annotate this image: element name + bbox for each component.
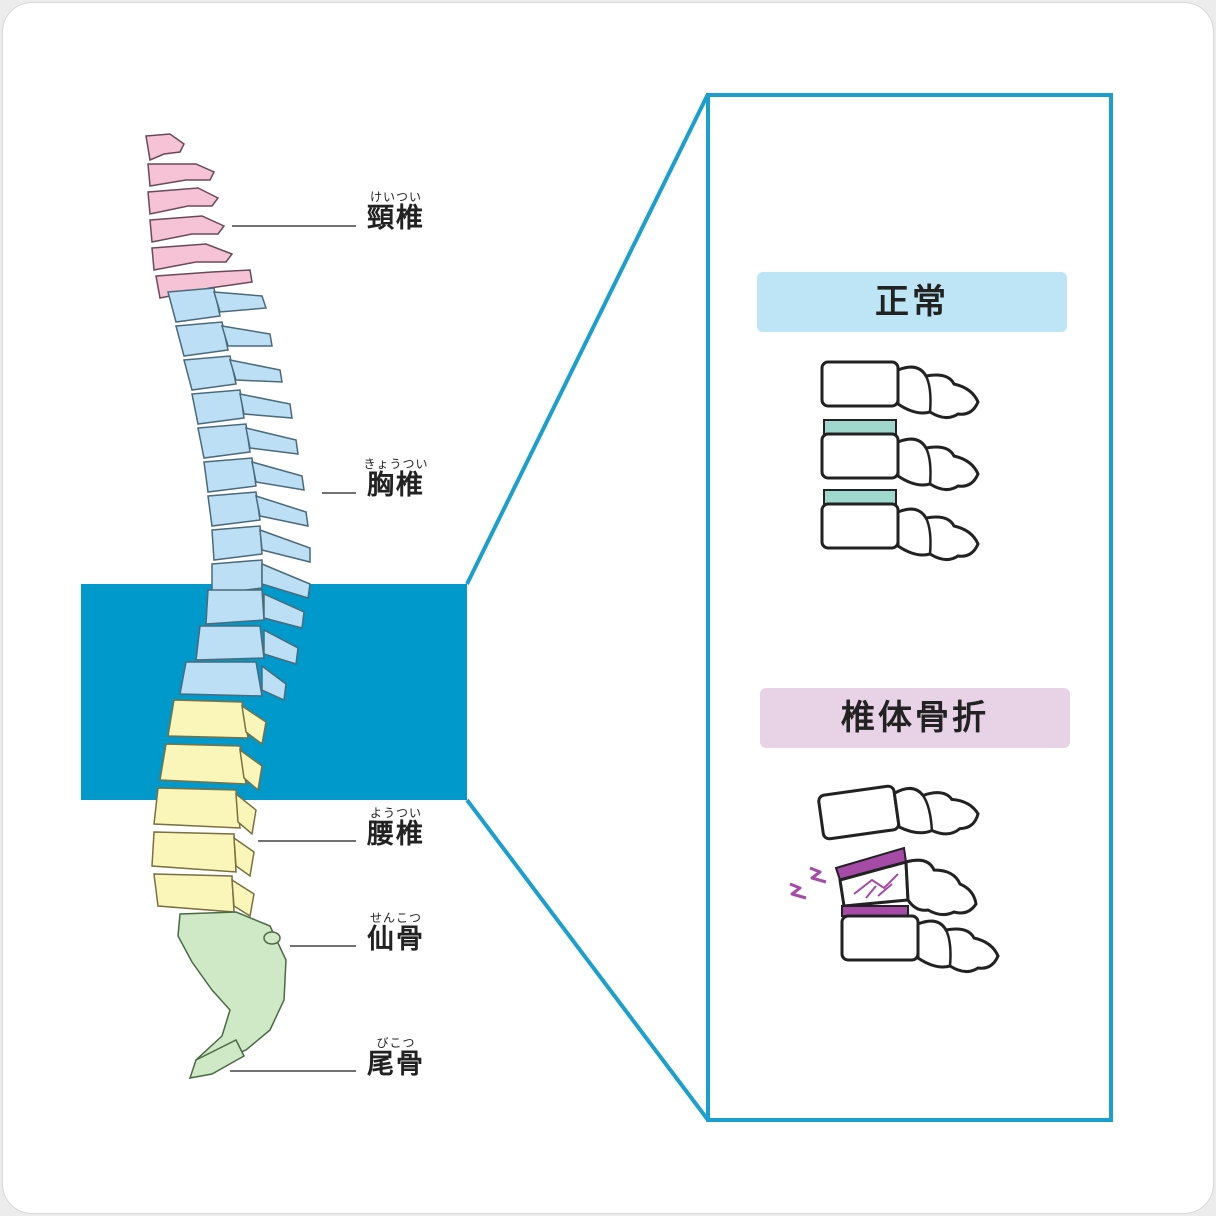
label-cervical-text: 頸椎 [367,203,425,234]
label-sacrum-ruby: せんこつ [369,911,422,925]
fracture-vertebrae-illustration [789,772,1000,974]
label-thoracic-text: 胸椎 [367,470,425,501]
label-coccyx-ruby: びこつ [376,1036,416,1050]
pain-mark-upper [809,866,827,884]
zoom-line-bottom [465,798,710,1122]
normal-vertebrae-illustration [820,360,980,562]
label-sacrum-text: 仙骨 [367,924,425,955]
lumbar-vertebrae [151,699,267,918]
normal-disc-2 [823,489,897,505]
label-cervical: けいつい 頸椎 [340,190,452,234]
normal-disc-1 [823,419,897,435]
label-lumbar: ようつい 腰椎 [340,806,452,850]
thoracic-vertebrae [167,287,311,702]
zoom-line-top [465,93,710,585]
label-lumbar-ruby: ようつい [369,806,422,820]
pain-mark-lower [789,882,807,900]
label-thoracic: きょうつい 胸椎 [340,457,452,501]
label-lumbar-text: 腰椎 [367,819,425,850]
label-sacrum: せんこつ 仙骨 [340,911,452,955]
label-cervical-ruby: けいつい [369,190,422,204]
fracture-panel-title: 椎体骨折 [760,688,1070,748]
label-coccyx: びこつ 尾骨 [340,1036,452,1080]
detail-frame [706,93,1113,1122]
normal-panel-title: 正常 [757,272,1067,332]
coccyx [188,1038,245,1079]
label-thoracic-ruby: きょうつい [363,457,429,471]
label-coccyx-text: 尾骨 [367,1049,425,1080]
cervical-vertebrae [145,133,253,299]
